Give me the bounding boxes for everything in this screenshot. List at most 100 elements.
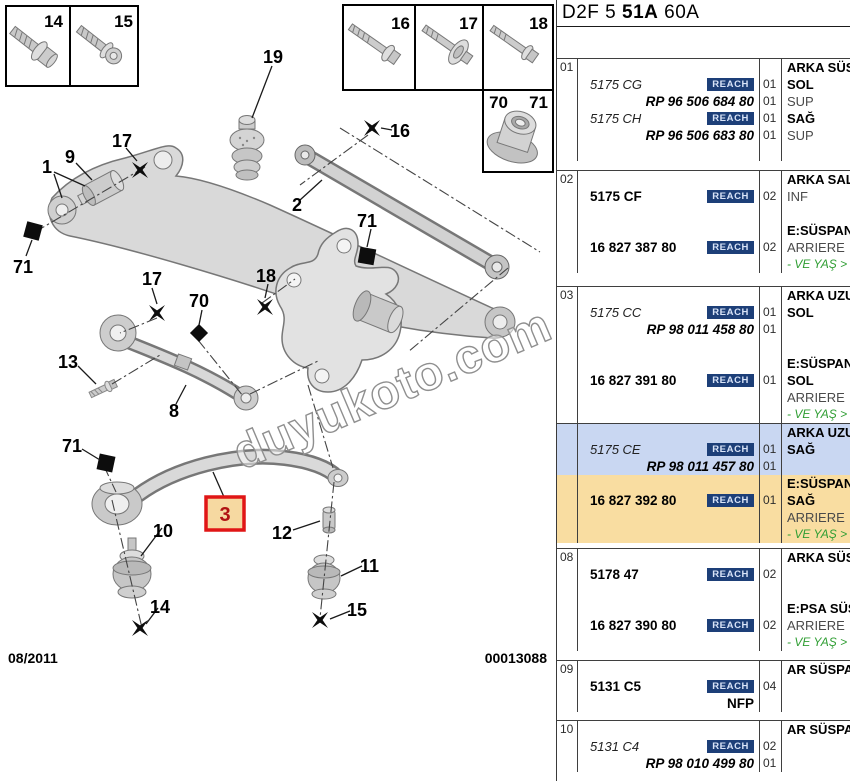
description-cell bbox=[782, 566, 850, 583]
reach-badge[interactable]: REACH bbox=[707, 618, 754, 633]
lower-arm-3 bbox=[91, 448, 349, 526]
part-ref-cell bbox=[578, 406, 760, 423]
reach-badge[interactable]: REACH bbox=[707, 567, 754, 582]
description-cell: SAĞ bbox=[787, 493, 816, 508]
marker-square-71a bbox=[23, 221, 43, 241]
description-cell: SAĞ bbox=[787, 442, 816, 457]
callout-label-71c: 71 bbox=[62, 436, 82, 456]
row-number: 09 bbox=[557, 661, 578, 678]
part-reference[interactable]: RP 98 011 458 80 bbox=[646, 322, 754, 337]
row-number bbox=[557, 321, 578, 338]
part-ref-cell bbox=[578, 583, 760, 600]
description-cell bbox=[782, 205, 850, 222]
qty-value bbox=[760, 424, 782, 441]
inset-label-18: 18 bbox=[529, 14, 548, 33]
reach-badge[interactable]: REACH bbox=[707, 189, 754, 204]
part-reference[interactable]: RP 98 011 457 80 bbox=[646, 459, 754, 474]
part-reference[interactable]: 5175 CG bbox=[590, 77, 643, 92]
row-number: 03 bbox=[557, 287, 578, 304]
row-number bbox=[557, 695, 578, 712]
qty-value bbox=[760, 171, 782, 188]
row-number bbox=[557, 338, 578, 355]
qty-value: 02 bbox=[760, 617, 782, 634]
reach-badge[interactable]: REACH bbox=[707, 77, 754, 92]
part-reference[interactable]: 5175 CE bbox=[590, 442, 641, 457]
part-reference[interactable]: 5175 CH bbox=[590, 111, 642, 126]
table-line: ARRIERE bbox=[557, 389, 850, 406]
description-cell bbox=[782, 458, 850, 475]
part-ref-cell: 16 827 391 80 REACH bbox=[578, 372, 760, 389]
callout-label-3: 3 bbox=[219, 504, 230, 526]
qty-value bbox=[760, 526, 782, 543]
qty-value: 02 bbox=[760, 188, 782, 205]
part-reference[interactable]: 5175 CC bbox=[590, 305, 642, 320]
row-number bbox=[557, 755, 578, 772]
part-reference[interactable]: 5131 C4 bbox=[590, 739, 640, 754]
row-number bbox=[557, 256, 578, 273]
doc-code-prefix: D2F 5 bbox=[562, 2, 623, 23]
reach-badge[interactable]: REACH bbox=[707, 305, 754, 320]
part-ref-cell bbox=[578, 171, 760, 188]
part-reference[interactable]: NFP bbox=[727, 696, 754, 711]
row-number bbox=[557, 526, 578, 543]
part-reference[interactable]: 16 827 390 80 bbox=[590, 618, 677, 633]
reach-badge[interactable]: REACH bbox=[707, 679, 754, 694]
part-ref-cell: RP 98 010 499 80 bbox=[578, 755, 760, 772]
row-number bbox=[557, 188, 578, 205]
row-number bbox=[557, 239, 578, 256]
part-ref-cell bbox=[578, 59, 760, 76]
bushing-10 bbox=[112, 537, 152, 599]
part-reference[interactable]: 5175 CF bbox=[590, 189, 642, 204]
part-ref-cell: 5175 CG REACH bbox=[578, 76, 760, 93]
part-reference[interactable]: 5131 C5 bbox=[590, 679, 642, 694]
callout-labels: 14 15 16 17 18 70 71 19 16 2 1 9 17 71 7… bbox=[13, 12, 548, 620]
qty-value bbox=[760, 600, 782, 617]
part-reference[interactable]: RP 96 506 684 80 bbox=[645, 94, 754, 109]
part-reference[interactable]: 5178 47 bbox=[590, 567, 639, 582]
part-reference[interactable]: RP 98 010 499 80 bbox=[645, 756, 754, 771]
part-ref-cell bbox=[578, 549, 760, 566]
description-cell bbox=[782, 755, 850, 772]
reach-badge[interactable]: REACH bbox=[707, 442, 754, 457]
row-number bbox=[557, 738, 578, 755]
description-cell: ARKA UZU bbox=[787, 425, 850, 440]
marker-square-70 bbox=[189, 323, 209, 343]
reach-badge[interactable]: REACH bbox=[707, 739, 754, 754]
qty-value bbox=[760, 355, 782, 372]
part-reference[interactable]: 16 827 391 80 bbox=[590, 373, 677, 388]
description-cell: ARRIERE bbox=[787, 240, 845, 255]
part-ref-cell bbox=[578, 205, 760, 222]
reach-badge[interactable]: REACH bbox=[707, 240, 754, 255]
reach-badge[interactable]: REACH bbox=[707, 111, 754, 126]
qty-value bbox=[760, 721, 782, 738]
row-number bbox=[557, 458, 578, 475]
part-reference[interactable]: 16 827 387 80 bbox=[590, 240, 677, 255]
row-number bbox=[557, 304, 578, 321]
qty-value bbox=[760, 634, 782, 651]
part-ref-cell: 5175 CF REACH bbox=[578, 188, 760, 205]
description-cell: - VE YAŞ > bbox=[787, 527, 848, 541]
reach-badge[interactable]: REACH bbox=[707, 493, 754, 508]
qty-value bbox=[760, 389, 782, 406]
reach-badge[interactable]: REACH bbox=[707, 373, 754, 388]
inset-box-15 bbox=[69, 5, 139, 87]
callout-label-15: 15 bbox=[347, 600, 367, 620]
description-cell bbox=[782, 678, 850, 695]
description-cell: E:SÜSPAN bbox=[787, 223, 850, 238]
marker-x-14 bbox=[132, 620, 148, 636]
description-cell: SOL bbox=[787, 77, 814, 92]
screw-14-icon bbox=[9, 25, 58, 68]
part-reference[interactable]: 16 827 392 80 bbox=[590, 493, 677, 508]
part-reference[interactable]: RP 96 506 683 80 bbox=[645, 128, 754, 143]
